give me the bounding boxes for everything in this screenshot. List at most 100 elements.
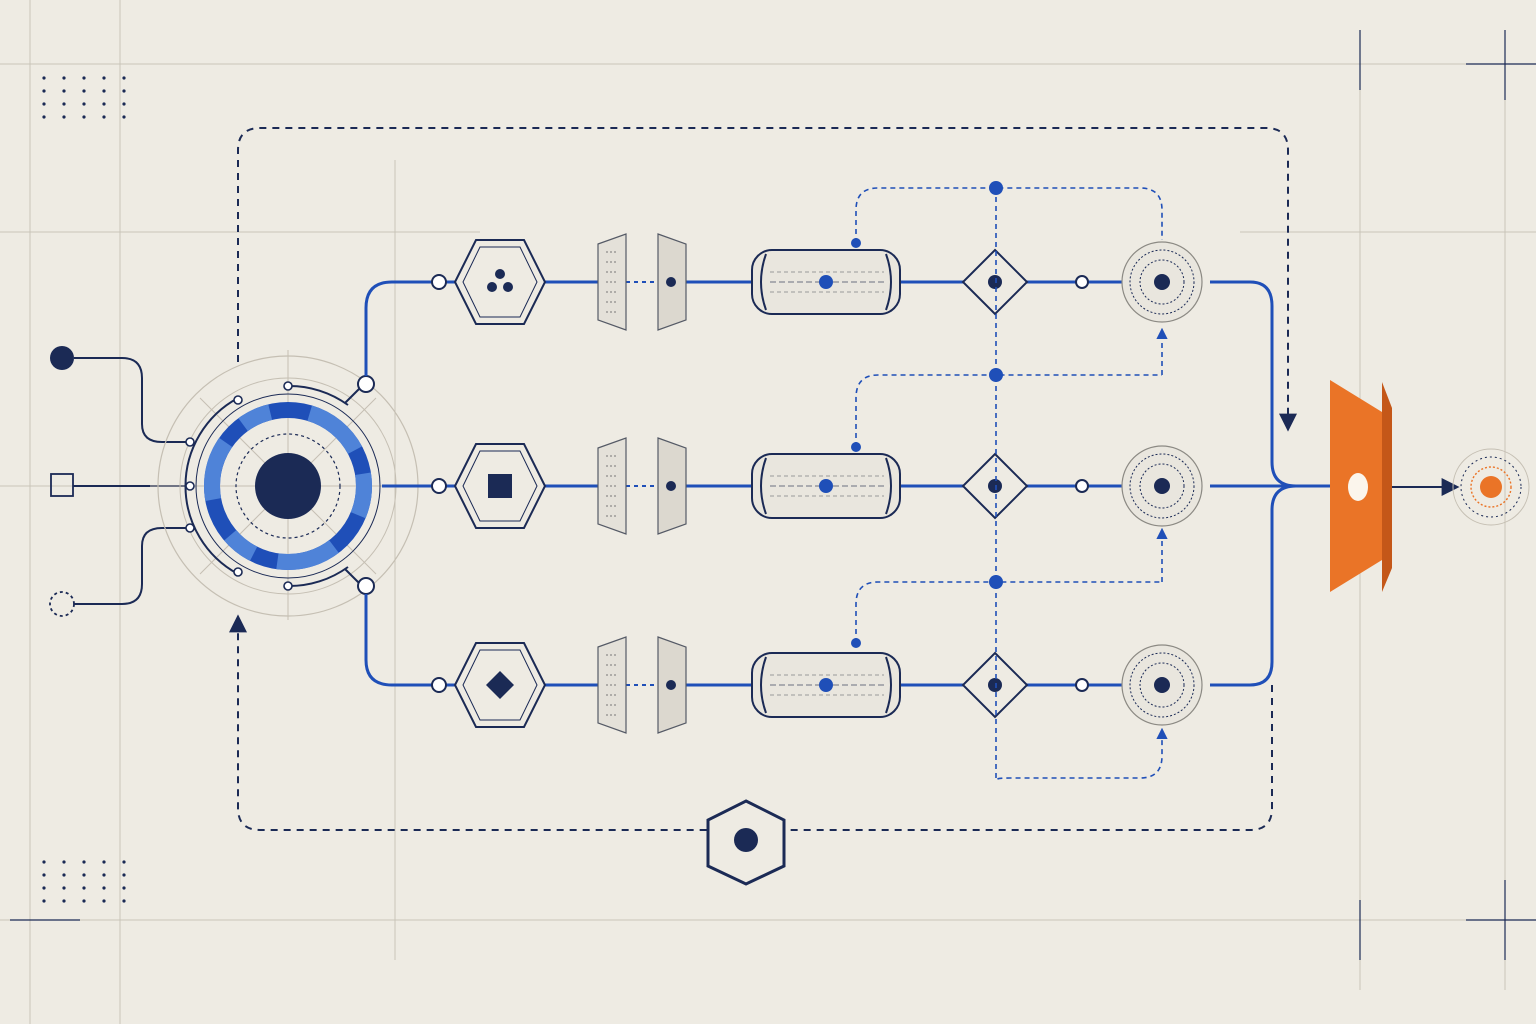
grid-dot — [42, 860, 46, 864]
grid-dot — [102, 115, 106, 119]
badge-diamond — [486, 671, 514, 699]
grid-dot — [82, 89, 86, 93]
cylinder-cap-right — [885, 253, 892, 311]
diamond-dot — [988, 275, 1002, 289]
grid-dot — [122, 886, 126, 890]
grid-dot — [42, 89, 46, 93]
grid-dot — [82, 860, 86, 864]
cylinder-dot — [819, 275, 833, 289]
cylinder-cap-left — [760, 253, 767, 311]
hexagon-stage[interactable] — [453, 239, 547, 325]
control-bus-nodes — [851, 181, 1003, 648]
grid-dot — [62, 115, 66, 119]
grid-dot — [62, 102, 66, 106]
grid-dot — [42, 873, 46, 877]
prism-dot — [666, 481, 676, 491]
merge-lines — [1210, 280, 1338, 687]
crop-marks — [10, 30, 1536, 960]
prism-dot — [666, 680, 676, 690]
grid-dot — [42, 115, 46, 119]
grid-dot — [122, 873, 126, 877]
grid-dot — [82, 886, 86, 890]
cylinder-cap-right — [885, 656, 892, 714]
entry-port — [431, 677, 447, 693]
feedback-loop-top — [237, 127, 1297, 432]
grid-dot — [102, 886, 106, 890]
entry-port — [431, 274, 447, 290]
grid-dot — [42, 102, 46, 106]
concentric-ring — [1139, 662, 1185, 708]
grid-dot — [62, 89, 66, 93]
grid-dot — [82, 899, 86, 903]
grid-dot — [102, 873, 106, 877]
diamond-dot — [988, 678, 1002, 692]
grid-dot — [62, 899, 66, 903]
control-bus — [855, 187, 1168, 781]
grid-dot — [122, 76, 126, 80]
input-nodes — [49, 346, 188, 617]
grid-dot — [102, 860, 106, 864]
hub-node[interactable] — [150, 350, 425, 620]
hexagon-inner — [462, 649, 538, 721]
grid-dot — [62, 873, 66, 877]
concentric-ring — [1129, 453, 1195, 519]
concentric-core — [1154, 677, 1170, 693]
pipeline-row-3 — [431, 636, 1203, 734]
cylinder-dot — [819, 479, 833, 493]
grid-dot — [122, 115, 126, 119]
grid-dot — [82, 115, 86, 119]
grid-dot — [122, 89, 126, 93]
port — [1075, 479, 1089, 493]
input-filled-circle[interactable] — [50, 346, 74, 370]
grid-dot — [62, 860, 66, 864]
badge-dot — [503, 282, 513, 292]
dot-grid-bottom — [42, 860, 126, 903]
cylinder-cap-left — [760, 457, 767, 515]
grid-dot — [42, 886, 46, 890]
grid-dot — [42, 899, 46, 903]
port — [1075, 275, 1089, 289]
grid-dot — [102, 89, 106, 93]
pipeline-rows — [431, 233, 1203, 734]
badge-dot — [495, 269, 505, 279]
grid-dot — [42, 76, 46, 80]
input-link-top — [74, 357, 188, 443]
concentric-ring — [1139, 259, 1185, 305]
dot-grid-top — [42, 76, 126, 119]
input-link-bottom — [74, 527, 188, 605]
concentric-core — [1154, 478, 1170, 494]
input-dashed-circle[interactable] — [49, 591, 75, 617]
concentric-ring — [1129, 249, 1195, 315]
grid-dot — [82, 102, 86, 106]
grid-dot — [102, 899, 106, 903]
cylinder-dot — [819, 678, 833, 692]
grid-dot — [82, 873, 86, 877]
grid-dot — [82, 76, 86, 80]
grid-dot — [62, 76, 66, 80]
feedback-loop-bottom — [229, 614, 1273, 831]
input-square[interactable] — [50, 473, 74, 497]
badge-square — [488, 474, 512, 498]
output-target[interactable] — [1452, 448, 1530, 526]
cylinder-cap-left — [760, 656, 767, 714]
concentric-core — [1154, 274, 1170, 290]
concentric-ring — [1129, 652, 1195, 718]
grid-dot — [122, 899, 126, 903]
hexagon-inner — [462, 450, 538, 522]
prism-dot — [666, 277, 676, 287]
grid-dot — [122, 860, 126, 864]
grid-dot — [102, 102, 106, 106]
grid-dot — [102, 76, 106, 80]
grid-dot — [62, 886, 66, 890]
port — [1075, 678, 1089, 692]
pipeline-row-2 — [431, 437, 1203, 535]
hexagon-inner — [462, 246, 538, 318]
hub-branches — [364, 280, 432, 687]
grid-dot — [122, 102, 126, 106]
shield-node[interactable] — [706, 799, 786, 886]
cylinder-cap-right — [885, 457, 892, 515]
entry-port — [431, 478, 447, 494]
orange-prism[interactable] — [1330, 380, 1392, 592]
